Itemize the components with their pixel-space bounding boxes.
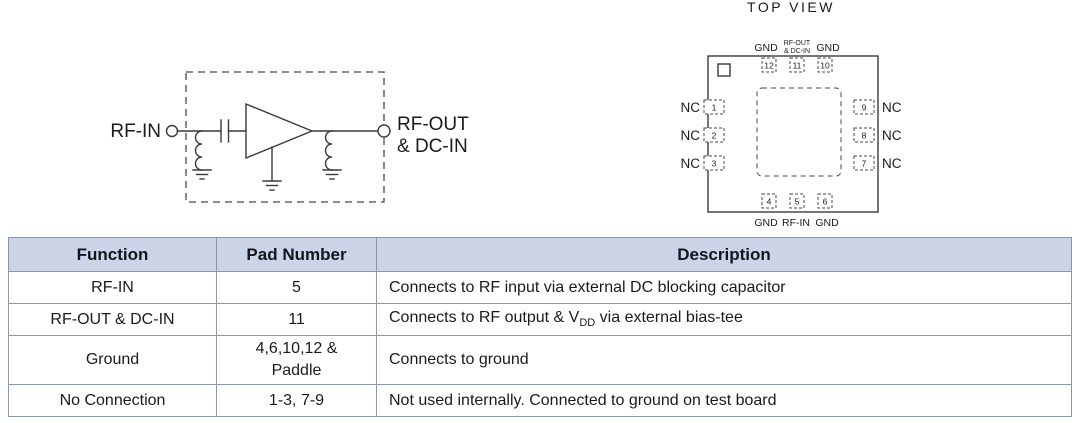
nc-label: NC [882, 128, 902, 143]
pad-number-cell: 5 [216, 271, 377, 304]
pad-10 [817, 57, 833, 73]
pin1-indicator [717, 63, 731, 77]
table-header-row: Function Pad Number Description [8, 237, 1072, 272]
rf-out-label: RF-OUT [397, 114, 469, 135]
description-text: Connects to RF output & V [389, 309, 580, 327]
nc-label: NC [882, 100, 902, 115]
package-body [707, 55, 879, 213]
pad-8 [853, 127, 875, 143]
pad-number: 2 [712, 131, 717, 141]
gnd-label: GND [815, 217, 839, 229]
pad-number: 12 [764, 61, 774, 71]
circuit-dashed-boundary [185, 71, 385, 203]
rf-in-terminal [165, 124, 179, 138]
function-cell: Ground [8, 335, 217, 385]
pad-6 [817, 193, 833, 209]
pad-number: 5 [795, 197, 800, 207]
description-text: via external bias-tee [595, 309, 743, 327]
rf-in-pad-label: RF-IN [782, 217, 810, 229]
pad-number: 1 [712, 103, 717, 113]
pad-number: 11 [793, 61, 802, 71]
pad-12 [761, 57, 777, 73]
pad-number: 10 [820, 61, 830, 71]
amplifier-triangle [245, 102, 314, 160]
input-shunt-inductor [194, 130, 203, 171]
table-row-rf-out-dc-in: RF-OUT & DC-IN 11 Connects to RF output … [8, 303, 1072, 336]
table-row-ground: Ground 4,6,10,12 & Paddle Connects to gr… [8, 335, 1072, 385]
rf-out-dc-in-label: RF-OUT [784, 40, 811, 47]
description-cell: Connects to RF output & VDD via external… [376, 303, 1072, 336]
function-cell: RF-OUT & DC-IN [8, 303, 217, 336]
description-cell: Connects to ground [376, 335, 1072, 385]
gnd-label: GND [816, 42, 840, 54]
vdd-subscript: DD [579, 317, 596, 330]
diagrams-canvas: RF-IN [110, 0, 902, 229]
ground-symbol [192, 169, 212, 180]
pad-number: 9 [862, 103, 867, 113]
pad-number-cell: 4,6,10,12 & Paddle [216, 335, 377, 385]
table-row-rf-in: RF-IN 5 Connects to RF input via externa… [8, 271, 1072, 304]
pad-11 [789, 57, 805, 73]
pad-number-cell: 1-3, 7-9 [216, 384, 377, 417]
pad-4 [761, 193, 777, 209]
dc-blocking-capacitor [220, 119, 230, 143]
gnd-label: GND [754, 42, 778, 54]
output-shunt-inductor [324, 130, 333, 171]
header-pad-number: Pad Number [216, 237, 377, 272]
pad-number: 6 [823, 197, 828, 207]
description-cell: Not used internally. Connected to ground… [376, 384, 1072, 417]
header-description: Description [376, 237, 1072, 272]
pad-3 [703, 155, 725, 171]
function-cell: RF-IN [8, 271, 217, 304]
nc-label: NC [681, 128, 701, 143]
pad-number-cell: 11 [216, 303, 377, 336]
pad-number: 7 [862, 159, 867, 169]
header-function: Function [8, 237, 217, 272]
pad-number: 8 [862, 131, 867, 141]
rf-out-dc-in-label: & DC-IN [784, 48, 810, 55]
nc-label: NC [681, 156, 701, 171]
schematic-diagram: RF-IN [110, 71, 469, 203]
function-cell: No Connection [8, 384, 217, 417]
top-view-title: TOP VIEW [747, 0, 835, 15]
ground-paddle [756, 87, 842, 177]
pad-5 [789, 193, 805, 209]
rf-in-label: RF-IN [110, 121, 161, 142]
dc-in-label: & DC-IN [397, 136, 468, 157]
pad-7 [853, 155, 875, 171]
nc-label: NC [681, 100, 701, 115]
ground-symbol [262, 180, 282, 191]
pad-function-table: Function Pad Number Description RF-IN 5 … [8, 237, 1072, 417]
table-row-no-connection: No Connection 1-3, 7-9 Not used internal… [8, 384, 1072, 417]
description-cell: Connects to RF input via external DC blo… [376, 271, 1072, 304]
pad-9 [853, 99, 875, 115]
package-top-view: TOP VIEW GND RF-OUT & DC-IN GND 12 11 10… [681, 0, 902, 229]
rf-out-terminal [377, 124, 391, 138]
pad-2 [703, 127, 725, 143]
gnd-label: GND [754, 217, 778, 229]
pad-number: 3 [712, 159, 717, 169]
nc-label: NC [882, 156, 902, 171]
pad-number: 4 [767, 197, 772, 207]
pad-1 [703, 99, 725, 115]
ground-symbol [322, 169, 342, 180]
